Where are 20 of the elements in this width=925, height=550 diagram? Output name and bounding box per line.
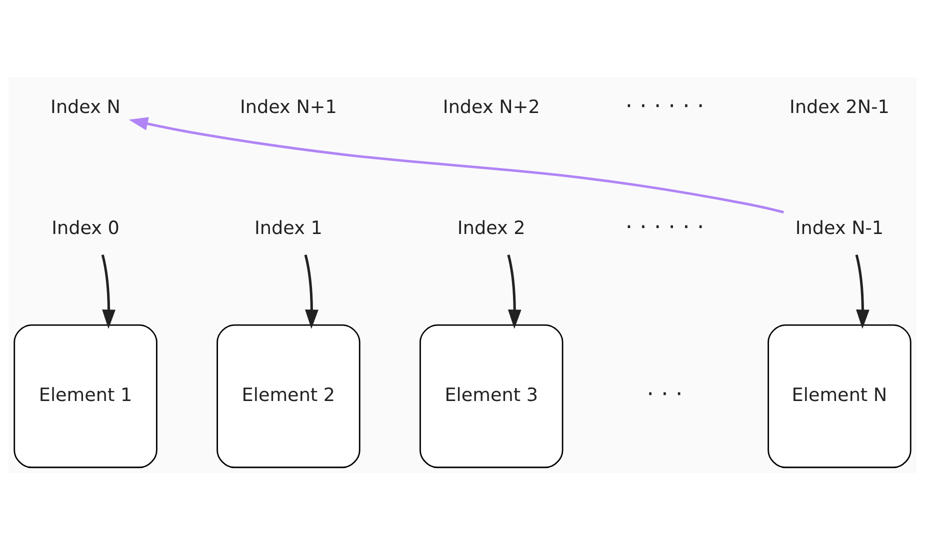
node-text: Index N-1 (795, 218, 884, 239)
label: · · · · · · (625, 214, 704, 241)
node-text: Index 0 (52, 218, 120, 239)
arrow (304, 254, 318, 329)
node-box: Element 1 (14, 324, 158, 468)
arrow (507, 254, 522, 329)
node-text: Index 2N-1 (790, 96, 890, 118)
label: · · · · · · (625, 93, 704, 120)
arrow (128, 117, 784, 214)
arrow (101, 254, 116, 329)
node-box: Element 3 (420, 324, 564, 468)
node-text: Index N (50, 96, 120, 118)
node-text: Index 1 (254, 218, 322, 239)
node-box: Element N (768, 324, 912, 468)
node-box: Element 2 (216, 324, 360, 468)
node-text: Index N+1 (240, 96, 337, 118)
node-text: Index N+2 (442, 96, 540, 118)
node-text: Index 2 (457, 218, 526, 239)
arrow (855, 254, 870, 329)
label: · · · (646, 382, 683, 408)
